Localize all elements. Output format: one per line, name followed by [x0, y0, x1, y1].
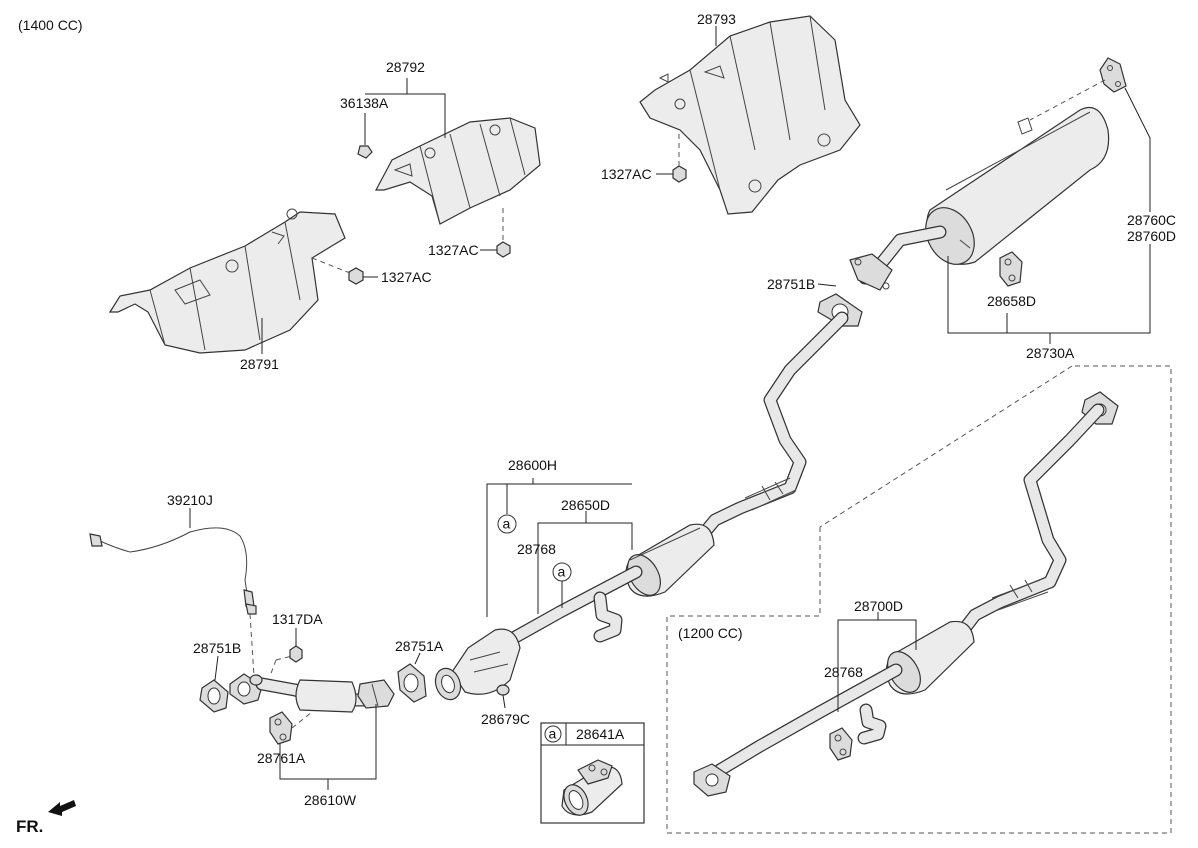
- label-28641A: 28641A: [576, 726, 625, 742]
- dashed-1327AC-left: [311, 257, 351, 274]
- leader-28792: [365, 93, 446, 138]
- nut-1327AC-left[interactable]: [348, 267, 364, 285]
- label-28761A: 28761A: [257, 750, 306, 766]
- variant-label-1400cc: (1400 CC): [18, 17, 83, 33]
- hanger-rubber-28658D[interactable]: [999, 251, 1023, 287]
- dashed-39210J: [249, 613, 255, 677]
- clamp-28641A[interactable]: [559, 759, 623, 819]
- label-28768-1200cc: 28768: [824, 664, 863, 680]
- leader-28610W: [279, 704, 377, 780]
- label-28751B-right: 28751B: [767, 276, 815, 292]
- ref-marker-a-text-2: a: [558, 564, 566, 580]
- variant-1200cc-region-diagonal: [819, 365, 1073, 528]
- dashed-1317DA-2: [269, 659, 277, 677]
- heat-protector-28792[interactable]: [375, 117, 541, 225]
- leader-28751B-right: [817, 283, 837, 287]
- hanger-rubber-1200cc[interactable]: [829, 727, 853, 761]
- leader-28679C: [502, 694, 506, 709]
- ref-marker-a-2: a: [552, 562, 572, 582]
- leader-28730A-bracket: [947, 244, 1151, 334]
- leader-28760C: [1124, 87, 1151, 212]
- dashed-1317DA: [275, 655, 293, 661]
- front-pipe-28610W[interactable]: [229, 673, 395, 713]
- leader-28751B-left: [214, 655, 219, 681]
- label-28700D: 28700D: [854, 598, 903, 614]
- nut-1327AC-mid[interactable]: [496, 241, 511, 258]
- plug-28679C[interactable]: [496, 684, 510, 696]
- label-28610W: 28610W: [304, 792, 357, 808]
- label-28751B-left: 28751B: [193, 640, 241, 656]
- hanger-rubber-28761A[interactable]: [269, 711, 293, 745]
- label-28760C: 28760C: [1127, 212, 1176, 228]
- front-direction-label: FR.: [16, 817, 43, 836]
- leader-28650D: [537, 522, 633, 614]
- oxygen-sensor-39210J[interactable]: [89, 527, 257, 615]
- ref-marker-a-text-1: a: [503, 516, 511, 532]
- label-28760D: 28760D: [1127, 228, 1176, 244]
- label-28600H: 28600H: [508, 457, 557, 473]
- gasket-28751A[interactable]: [397, 663, 427, 703]
- dashed-28761A: [291, 711, 313, 729]
- center-muffler-28650D[interactable]: [503, 311, 849, 647]
- label-28679C: 28679C: [481, 711, 530, 727]
- leader-28600H: [486, 483, 632, 617]
- center-muffler-28700D[interactable]: [693, 391, 1119, 797]
- ref-marker-a-1: a: [497, 514, 517, 534]
- front-arrow-icon: [48, 800, 76, 816]
- label-1317DA: 1317DA: [272, 611, 323, 627]
- label-28791: 28791: [240, 356, 279, 372]
- heat-protector-28791[interactable]: [108, 208, 346, 354]
- label-1327AC-mid: 1327AC: [428, 242, 479, 258]
- label-28730A: 28730A: [1026, 345, 1075, 361]
- ref-marker-a-text-3: a: [549, 726, 557, 742]
- leader-28700D: [837, 619, 917, 712]
- label-28768-main: 28768: [517, 541, 556, 557]
- label-1327AC-top: 1327AC: [601, 166, 652, 182]
- label-28650D: 28650D: [561, 497, 610, 513]
- heat-protector-28793[interactable]: [639, 15, 861, 215]
- clip-36138A[interactable]: [357, 145, 373, 159]
- variant-1200cc-region: [666, 365, 1172, 834]
- label-36138A: 36138A: [340, 95, 389, 111]
- label-28793: 28793: [697, 11, 736, 27]
- rear-muffler-28730A[interactable]: [849, 106, 1110, 291]
- label-39210J: 39210J: [167, 492, 213, 508]
- nut-1327AC-top[interactable]: [672, 165, 687, 183]
- nut-1317DA[interactable]: [289, 645, 303, 663]
- label-28751A: 28751A: [395, 638, 444, 654]
- hanger-rubber-28760C[interactable]: [1099, 57, 1127, 93]
- label-28792: 28792: [386, 59, 425, 75]
- leader-28751A: [414, 652, 421, 665]
- label-28658D: 28658D: [987, 293, 1036, 309]
- catalytic-converter-28600H[interactable]: [431, 628, 521, 703]
- variant-label-1200cc: (1200 CC): [678, 625, 743, 641]
- label-1327AC-left: 1327AC: [381, 269, 432, 285]
- gasket-28751B-left[interactable]: [199, 679, 229, 713]
